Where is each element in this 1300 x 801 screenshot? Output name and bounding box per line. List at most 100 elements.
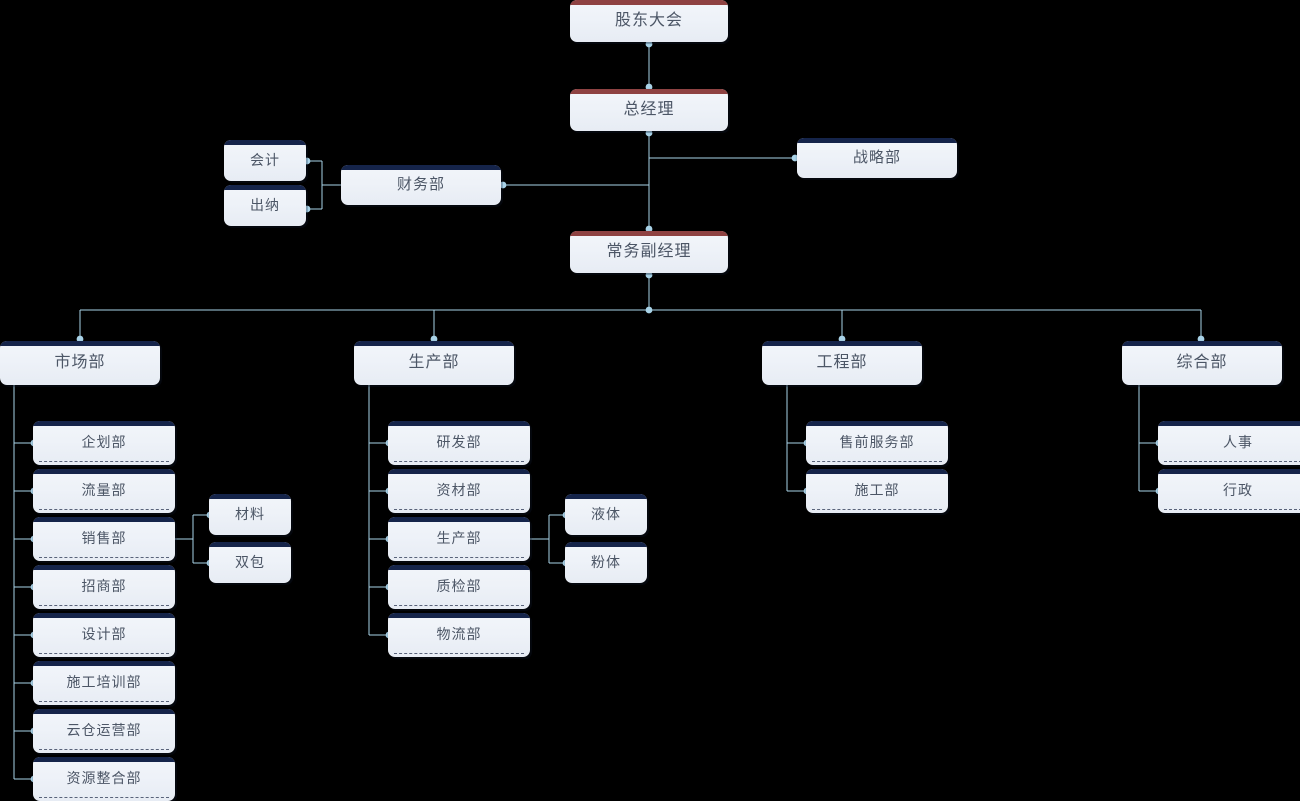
node-cap [354, 341, 514, 346]
node-foot [394, 461, 524, 462]
node-foot [1164, 461, 1300, 462]
node-cap [33, 565, 175, 570]
node-cashier[interactable]: 出纳 [224, 185, 306, 226]
node-label: 会计 [250, 151, 280, 168]
node-planning-department[interactable]: 企划部 [33, 421, 175, 465]
node-label: 常务副经理 [606, 243, 692, 261]
node-label: 工程部 [816, 354, 868, 372]
node-label: 生产部 [408, 354, 460, 372]
node-cap [388, 421, 530, 426]
node-general-affairs-department[interactable]: 综合部 [1122, 341, 1282, 385]
node-logistics-department[interactable]: 物流部 [388, 613, 530, 657]
node-label: 施工培训部 [66, 674, 142, 691]
node-label: 资源整合部 [66, 770, 142, 787]
node-foot [1164, 509, 1300, 510]
node-foot [394, 653, 524, 654]
node-foot [39, 461, 169, 462]
node-cap [797, 138, 957, 143]
node-cap [570, 231, 728, 236]
node-production-department[interactable]: 生产部 [354, 341, 514, 385]
node-cap [762, 341, 922, 346]
node-cap [570, 0, 728, 5]
node-foot [39, 653, 169, 654]
node-label: 云仓运营部 [66, 722, 142, 739]
node-cap [388, 517, 530, 522]
node-foot [394, 509, 524, 510]
node-label: 物流部 [436, 626, 482, 643]
node-label: 招商部 [81, 578, 127, 595]
node-label: 双包 [235, 553, 265, 570]
node-finance-department[interactable]: 财务部 [341, 165, 501, 205]
node-cap [388, 565, 530, 570]
node-cloud-warehouse-operations-department[interactable]: 云仓运营部 [33, 709, 175, 753]
node-quality-inspection-department[interactable]: 质检部 [388, 565, 530, 609]
node-cap [33, 709, 175, 714]
connector-dots [30, 40, 1205, 783]
node-construction-department[interactable]: 施工部 [806, 469, 948, 513]
node-label: 研发部 [436, 434, 482, 451]
node-cap [565, 542, 647, 547]
node-label: 资材部 [436, 482, 482, 499]
node-label: 生产部 [436, 530, 482, 547]
node-administration[interactable]: 行政 [1158, 469, 1300, 513]
node-foot [394, 557, 524, 558]
node-cap [224, 185, 306, 190]
node-marketing-department[interactable]: 市场部 [0, 341, 160, 385]
node-cap [209, 542, 291, 547]
node-label: 综合部 [1176, 354, 1228, 372]
node-foot [39, 605, 169, 606]
node-cap [388, 613, 530, 618]
node-materials[interactable]: 材料 [209, 494, 291, 535]
node-foot [812, 509, 942, 510]
node-materials-department[interactable]: 资材部 [388, 469, 530, 513]
node-sales-department[interactable]: 销售部 [33, 517, 175, 561]
node-strategy-department[interactable]: 战略部 [797, 138, 957, 178]
node-powder[interactable]: 粉体 [565, 542, 647, 583]
node-shareholders[interactable]: 股东大会 [570, 0, 728, 42]
node-cap [806, 421, 948, 426]
node-label: 战略部 [852, 148, 901, 166]
node-cap [33, 757, 175, 762]
node-cap [33, 613, 175, 618]
node-investment-department[interactable]: 招商部 [33, 565, 175, 609]
node-label: 财务部 [396, 175, 445, 193]
node-design-department[interactable]: 设计部 [33, 613, 175, 657]
node-engineering-department[interactable]: 工程部 [762, 341, 922, 385]
node-label: 材料 [235, 505, 265, 522]
node-foot [394, 605, 524, 606]
node-rd-department[interactable]: 研发部 [388, 421, 530, 465]
node-cap [565, 494, 647, 499]
node-construction-training-department[interactable]: 施工培训部 [33, 661, 175, 705]
node-general-manager[interactable]: 总经理 [570, 89, 728, 131]
node-foot [39, 509, 169, 510]
node-production-sub-department[interactable]: 生产部 [388, 517, 530, 561]
node-deputy-general-manager[interactable]: 常务副经理 [570, 231, 728, 273]
node-label: 市场部 [54, 354, 106, 372]
node-human-resources[interactable]: 人事 [1158, 421, 1300, 465]
node-label: 液体 [591, 505, 621, 522]
node-label: 人事 [1223, 434, 1253, 451]
node-foot [812, 461, 942, 462]
node-cap [33, 469, 175, 474]
node-cap [388, 469, 530, 474]
node-cap [209, 494, 291, 499]
node-cap [341, 165, 501, 170]
node-presales-service-department[interactable]: 售前服务部 [806, 421, 948, 465]
node-label: 设计部 [81, 626, 127, 643]
node-liquid[interactable]: 液体 [565, 494, 647, 535]
node-accounting[interactable]: 会计 [224, 140, 306, 181]
node-cap [33, 421, 175, 426]
node-foot [39, 701, 169, 702]
node-label: 股东大会 [614, 12, 683, 30]
node-label: 流量部 [81, 482, 127, 499]
node-label: 行政 [1223, 482, 1253, 499]
node-traffic-department[interactable]: 流量部 [33, 469, 175, 513]
node-label: 出纳 [250, 196, 280, 213]
node-resource-integration-department[interactable]: 资源整合部 [33, 757, 175, 801]
node-label: 粉体 [591, 553, 621, 570]
node-double-package[interactable]: 双包 [209, 542, 291, 583]
node-foot [39, 749, 169, 750]
node-cap [1158, 469, 1300, 474]
node-label: 总经理 [623, 101, 675, 119]
